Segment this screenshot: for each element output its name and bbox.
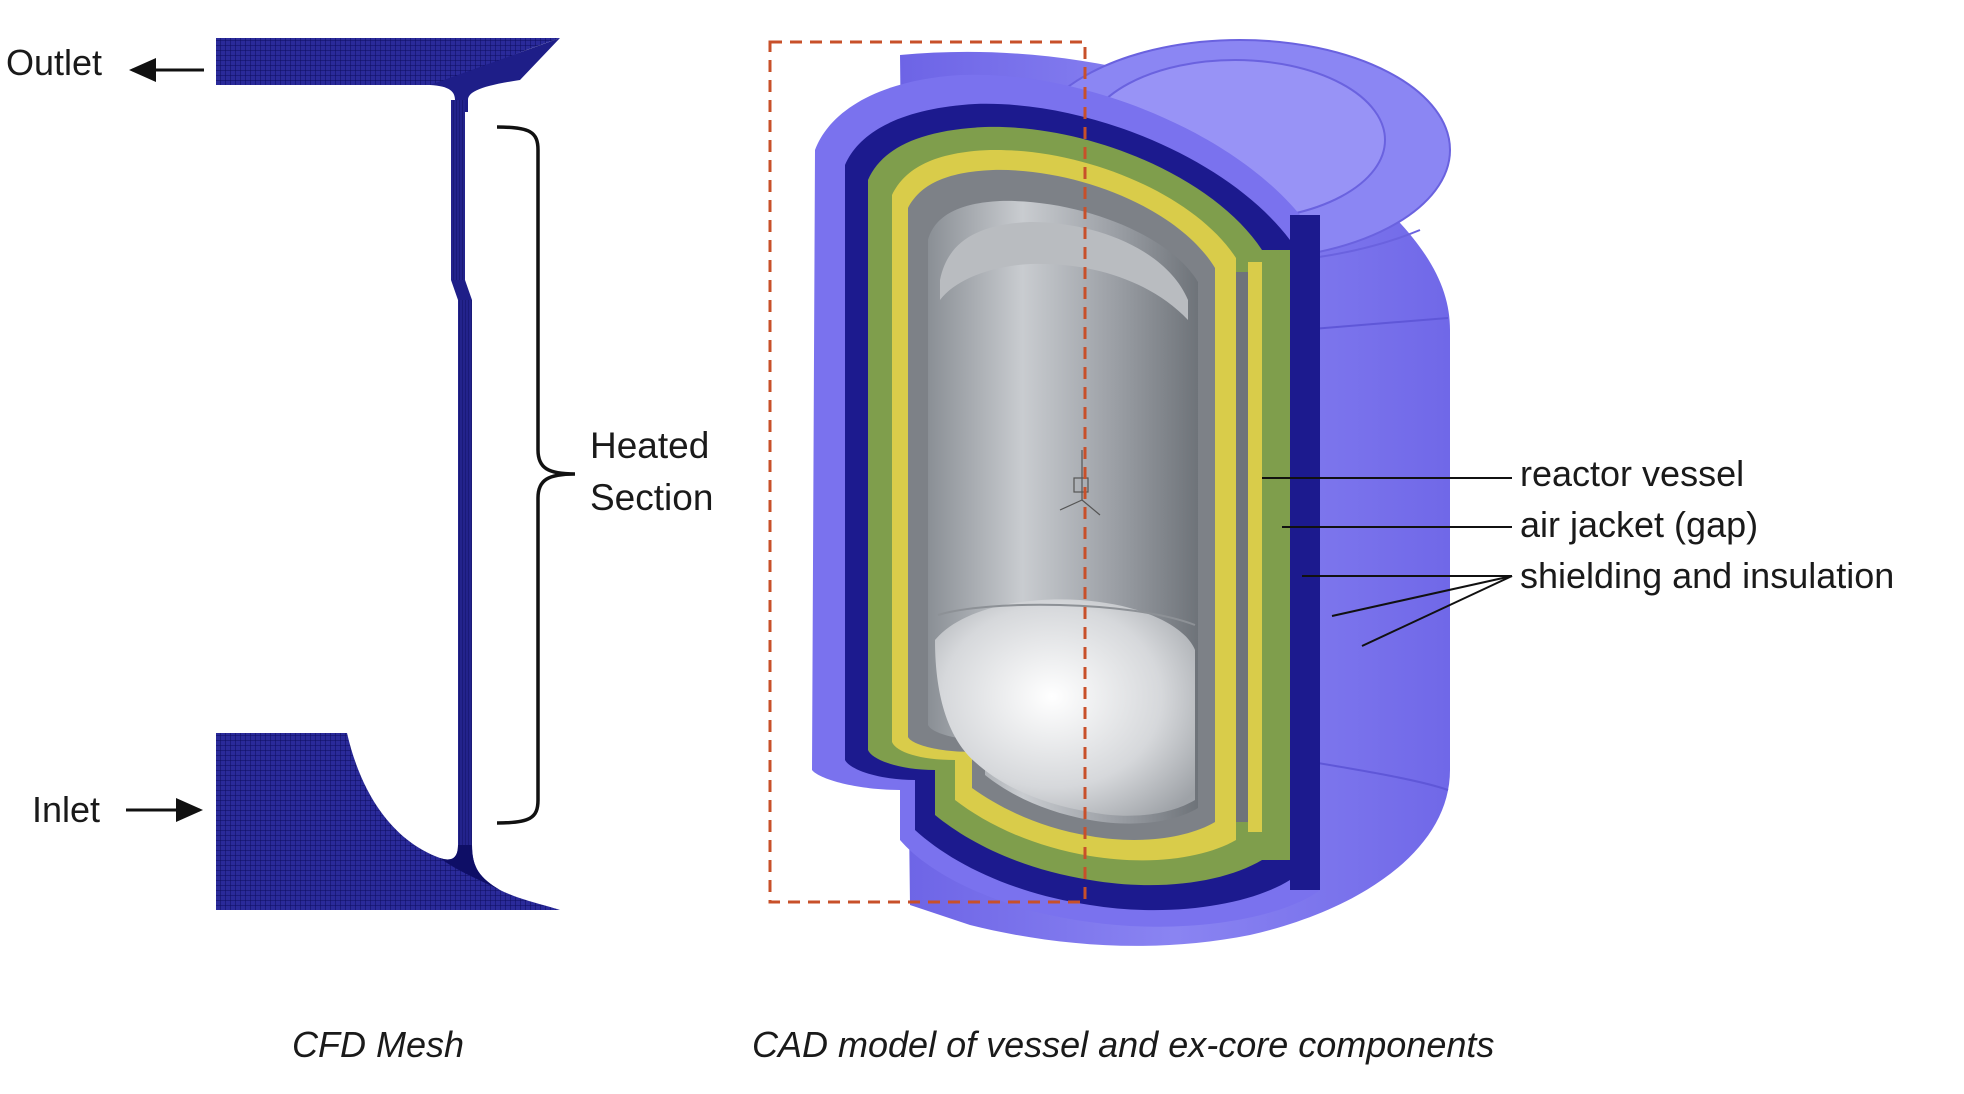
label-air-jacket: air jacket (gap): [1520, 504, 1758, 545]
leader-shielding-3: [1361, 575, 1513, 647]
inlet-label: Inlet: [32, 789, 100, 830]
cut-face-green: [1262, 250, 1290, 860]
cut-face-dark: [1290, 215, 1320, 890]
heated-label-line1: Heated: [590, 425, 709, 466]
cad-caption: CAD model of vessel and ex-core componen…: [752, 1024, 1494, 1065]
vessel-top-face: [940, 222, 1188, 320]
outlet-plenum: [216, 38, 560, 85]
cad-model: [812, 39, 1451, 946]
label-shielding: shielding and insulation: [1520, 555, 1894, 596]
cfd-caption: CFD Mesh: [292, 1024, 464, 1065]
heated-label-line2: Section: [590, 477, 713, 518]
shell-seam-upper: [1299, 317, 1449, 331]
outlet-label: Outlet: [6, 42, 102, 83]
shell-seam-lower: [1299, 759, 1449, 791]
vessel-band-line: [937, 603, 1196, 626]
heated-section-bracket: [496, 125, 576, 825]
cut-face-gap: [1236, 272, 1248, 822]
leader-shielding-2: [1331, 575, 1513, 617]
channel-step: [451, 280, 472, 300]
outlet-flare: [430, 38, 560, 112]
channel-upper: [451, 100, 465, 280]
inlet-fillet: [440, 845, 500, 890]
channel-lower: [458, 300, 472, 845]
axis-triad: [1059, 450, 1101, 516]
vessel-bottom-dome: [935, 599, 1195, 816]
cut-face-yellow: [1248, 262, 1262, 832]
dashed-region-box: [768, 40, 1087, 904]
cfd-mesh: [216, 38, 560, 910]
label-reactor-vessel: reactor vessel: [1520, 453, 1744, 494]
